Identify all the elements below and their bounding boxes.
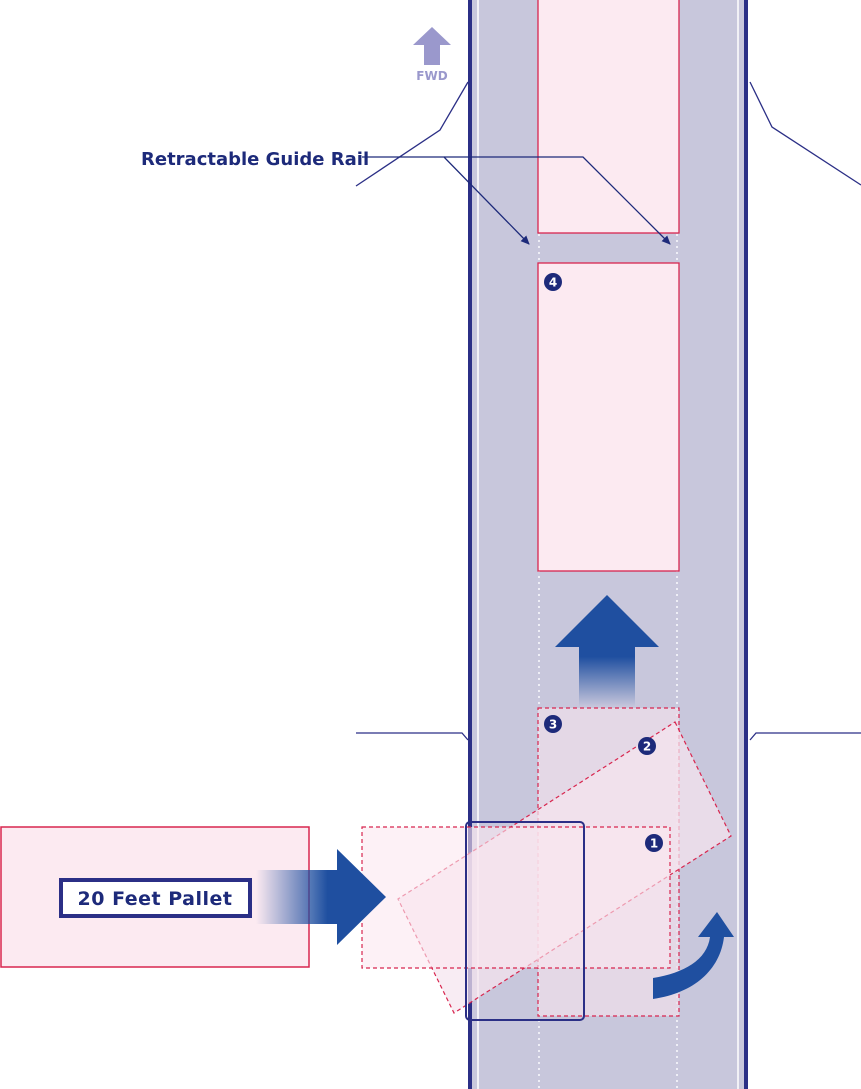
push-forward-arrow-icon [555, 595, 659, 707]
fwd-arrow-icon [413, 27, 451, 65]
step-badge-3: 3 [544, 715, 562, 733]
pallet-position-4 [537, 262, 680, 572]
insert-right-arrow-icon [256, 849, 386, 945]
outline-top-left [355, 81, 469, 187]
fwd-label: FWD [416, 69, 447, 83]
pallet-loaded-top [537, 0, 680, 234]
step-badge-4: 4 [544, 273, 562, 291]
svg-text:2: 2 [643, 740, 651, 754]
svg-text:4: 4 [549, 276, 557, 290]
outline-top-right [749, 81, 861, 186]
outline-mid-left [356, 732, 469, 741]
pallet-label: 20 Feet Pallet [78, 888, 233, 910]
svg-text:1: 1 [650, 837, 658, 851]
svg-text:3: 3 [549, 718, 557, 732]
step-badge-2: 2 [638, 737, 656, 755]
turntable-outline [465, 821, 585, 1021]
pallet-position-1 [361, 826, 671, 969]
rotate-arrow-icon [653, 912, 734, 999]
callout-leader-right [444, 156, 671, 245]
outline-mid-right [749, 732, 861, 741]
guide-rail-callout-label: Retractable Guide Rail [141, 149, 369, 170]
step-badge-1: 1 [645, 834, 663, 852]
pallet-label-box [59, 878, 252, 918]
